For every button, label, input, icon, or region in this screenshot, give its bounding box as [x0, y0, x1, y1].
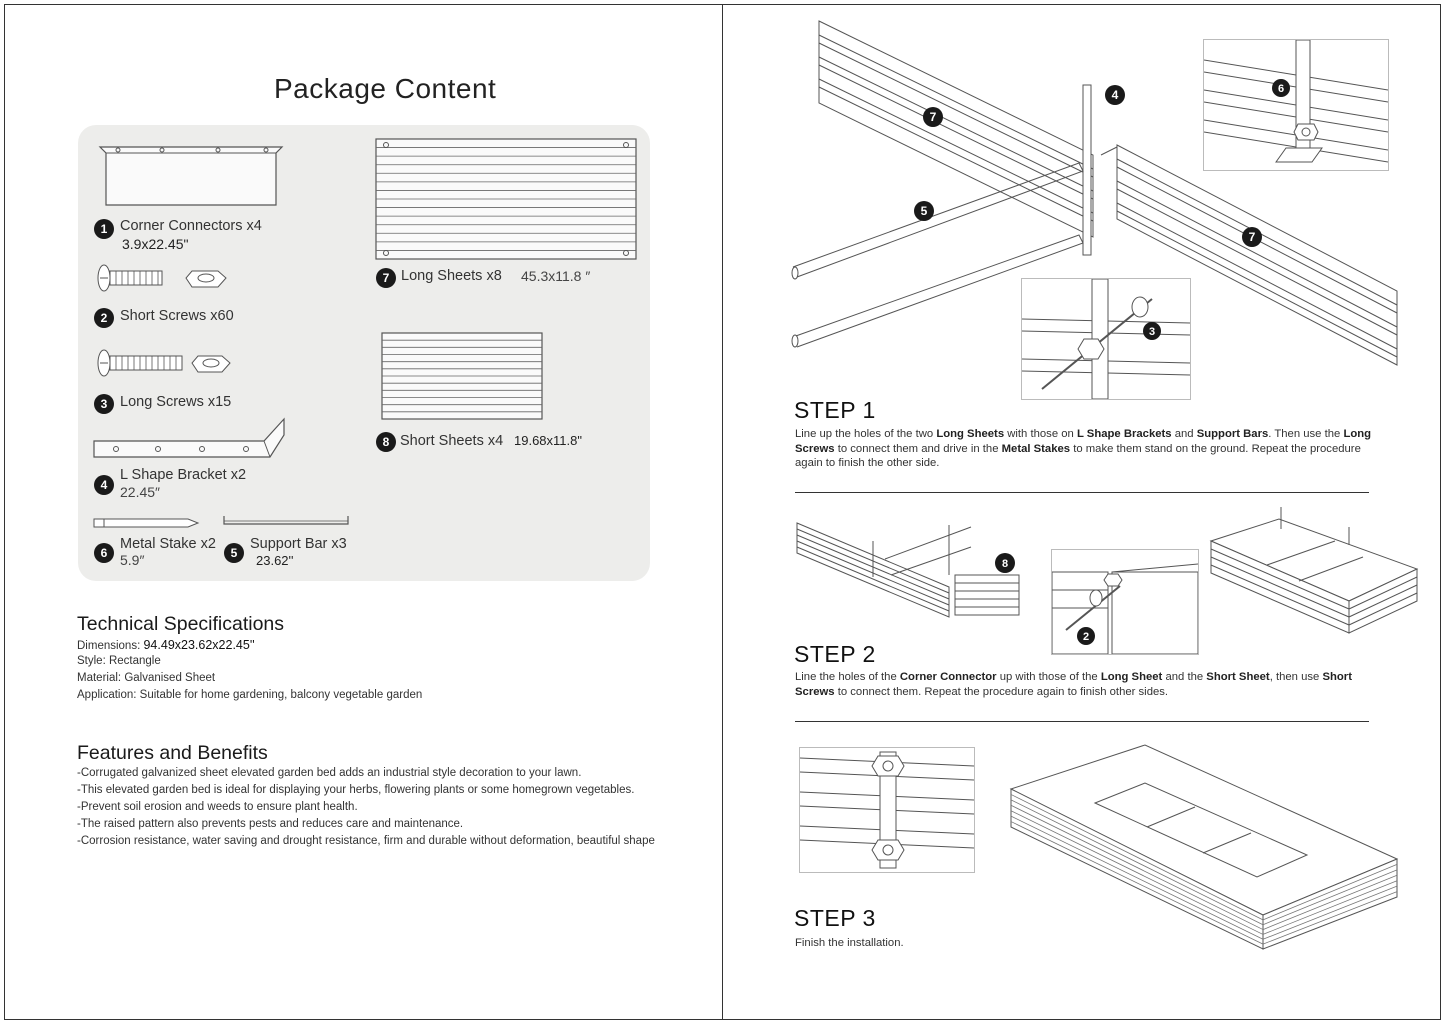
badge-7: 7	[376, 268, 396, 288]
corner-connectors-size: 3.9x22.45"	[122, 236, 189, 252]
callout-5: 5	[921, 204, 928, 218]
support-bar-icon	[223, 516, 349, 525]
badge-3: 3	[94, 394, 114, 414]
long-screw-icon	[97, 349, 231, 377]
step3-desc: Finish the installation.	[795, 936, 1380, 951]
callout-6: 6	[1278, 83, 1284, 95]
spec-key: Material:	[77, 672, 122, 684]
metal-stake-icon	[93, 518, 200, 528]
badge-8: 8	[376, 432, 396, 452]
callout-7a: 7	[930, 110, 937, 124]
spec-line: Material: Galvanised Sheet	[77, 672, 215, 684]
step2-inset-screw: 2	[1051, 549, 1199, 655]
callout-8: 8	[1002, 558, 1008, 570]
tech-specs-title: Technical Specifications	[77, 613, 285, 635]
step1-inset-screw: 3	[1021, 278, 1191, 400]
spec-value: Galvanised Sheet	[124, 672, 216, 684]
step1-inset-stake: 6	[1203, 39, 1389, 171]
desc-bold-term: Metal Stakes	[1001, 442, 1071, 455]
metal-stake-size: 5.9″	[120, 552, 145, 568]
desc-text: , then use	[1269, 671, 1323, 683]
desc-bold-term: Support Bars	[1196, 428, 1269, 440]
desc-text: and	[1171, 428, 1197, 440]
divider	[795, 492, 1369, 493]
desc-bold-term: Long Sheets	[936, 428, 1005, 440]
step1-title: STEP 1	[794, 397, 876, 423]
l-bracket-label: L Shape Bracket x2	[120, 467, 247, 483]
short-sheets-size: 19.68x11.8"	[514, 433, 582, 448]
feature-line: -Prevent soil erosion and weeds to ensur…	[77, 801, 358, 813]
spec-line: Application: Suitable for home gardening…	[77, 689, 422, 701]
desc-text: to connect them and drive in the	[834, 442, 1002, 455]
desc-text: . Then use the	[1268, 428, 1344, 440]
desc-text: to make them stand on the ground. Repeat…	[795, 442, 1361, 470]
desc-text: with those on	[1004, 428, 1077, 440]
long-sheets-size: 45.3x11.8 ″	[521, 268, 591, 284]
spec-line: Dimensions: 94.49x23.62x22.45''	[77, 638, 255, 652]
badge-4: 4	[94, 475, 114, 495]
feature-line: -Corrosion resistance, water saving and …	[77, 835, 655, 847]
support-bar-label: Support Bar x3	[250, 536, 347, 552]
step1-callouts	[914, 85, 1262, 247]
badge-6: 6	[94, 543, 114, 563]
features-title: Features and Benefits	[77, 742, 268, 764]
divider	[795, 721, 1369, 722]
short-screws-label: Short Screws x60	[120, 308, 234, 324]
metal-stake-label: Metal Stake x2	[120, 536, 216, 552]
desc-text: Finish the installation.	[795, 937, 904, 949]
long-sheet-icon	[375, 138, 637, 260]
desc-text: and the	[1162, 671, 1207, 683]
spec-key: Style:	[77, 655, 106, 667]
callout-2: 2	[1083, 631, 1089, 643]
step2-illustration-right	[1209, 507, 1419, 634]
long-sheets-label: Long Sheets x8	[401, 268, 502, 284]
spec-line: Style: Rectangle	[77, 655, 161, 667]
short-screw-icon	[97, 264, 227, 292]
corner-connector-icon	[98, 146, 284, 206]
badge-5: 5	[224, 543, 244, 563]
desc-bold-term: Long Screws	[795, 428, 1372, 455]
step3-illustration	[1009, 744, 1399, 950]
feature-line: -Corrugated galvanized sheet elevated ga…	[77, 767, 582, 779]
l-bracket-icon	[93, 417, 285, 458]
desc-text: up with those of the	[996, 671, 1101, 683]
step3-title: STEP 3	[794, 905, 876, 931]
step3-inset-bolts	[799, 747, 975, 873]
spec-value: Rectangle	[108, 655, 161, 667]
spec-value: 94.49x23.62x22.45''	[143, 638, 255, 652]
step2-desc: Line the holes of the Corner Connector u…	[795, 670, 1380, 699]
corner-connectors-label: Corner Connectors x4	[120, 218, 262, 234]
callout-4: 4	[1112, 88, 1119, 102]
right-page: 7 4 5 7 6	[722, 4, 1441, 1020]
callout-3: 3	[1149, 326, 1155, 338]
callout-7b: 7	[1249, 230, 1256, 244]
desc-bold-term: L Shape Brackets	[1076, 428, 1172, 440]
spec-value: Suitable for home gardening, balcony veg…	[139, 689, 423, 701]
badge-2: 2	[94, 308, 114, 328]
package-content-title: Package Content	[274, 73, 497, 104]
step2-illustration-left: 8	[796, 522, 1020, 618]
desc-text: Line up the holes of the two	[795, 428, 937, 440]
support-bar-size: 23.62''	[256, 553, 294, 568]
desc-bold-term: Short Screws	[795, 671, 1352, 698]
desc-text: Line the holes of the	[795, 671, 900, 683]
step1-desc: Line up the holes of the two Long Sheets…	[795, 427, 1380, 471]
spec-key: Dimensions:	[77, 640, 141, 652]
short-sheet-icon	[381, 332, 543, 420]
step1-illustration: 7 4 5 7	[791, 20, 1398, 366]
desc-text: to connect them. Repeat the procedure ag…	[834, 685, 1169, 698]
step2-title: STEP 2	[794, 641, 876, 667]
spec-key: Application:	[77, 689, 137, 701]
feature-line: -The raised pattern also prevents pests …	[77, 818, 464, 830]
desc-bold-term: Corner Connector	[899, 671, 997, 683]
package-content-panel: 1 Corner Connectors x4 3.9x22.45" 2 Shor…	[78, 125, 650, 581]
desc-bold-term: Long Sheet	[1100, 671, 1163, 683]
short-sheets-label: Short Sheets x4	[400, 433, 504, 449]
long-screws-label: Long Screws x15	[120, 394, 232, 410]
left-page: Package Content 1 Corner Connectors x4 3…	[4, 4, 723, 1020]
l-bracket-size: 22.45″	[120, 484, 160, 500]
badge-1: 1	[94, 219, 114, 239]
feature-line: -This elevated garden bed is ideal for d…	[77, 784, 635, 796]
desc-bold-term: Short Sheet	[1206, 671, 1270, 683]
